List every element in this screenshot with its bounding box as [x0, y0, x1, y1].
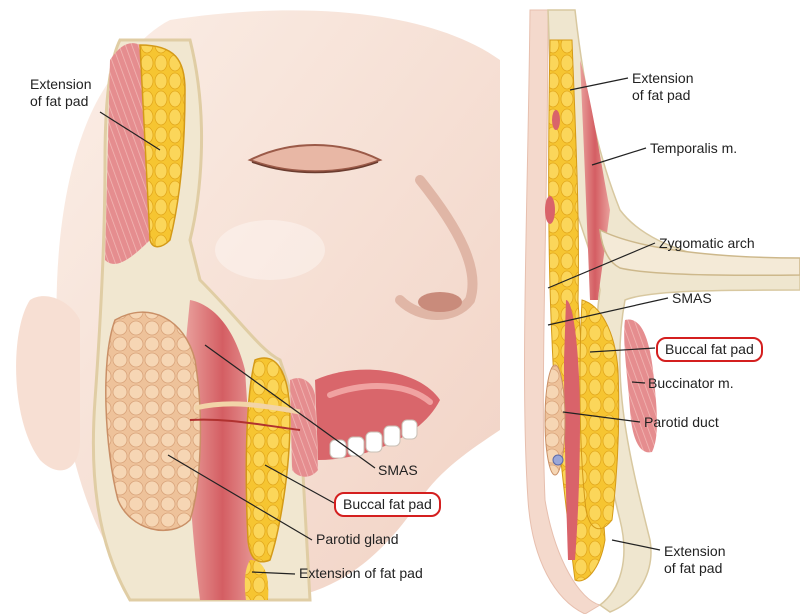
- label-buccal-fat-pad-right: Buccal fat pad: [656, 337, 763, 362]
- label-extension-bottom-right: Extension of fat pad: [664, 543, 725, 577]
- label-extension-top-right: Extension of fat pad: [632, 70, 693, 104]
- label-smas-right: SMAS: [672, 290, 712, 306]
- label-extension-bottom-left: Extension of fat pad: [299, 565, 423, 581]
- leader-lines: [99, 77, 669, 575]
- label-extension-top-left-line2: of fat pad: [30, 93, 89, 109]
- parotid-duct-left: [194, 401, 301, 415]
- leader-extension-top-right: [569, 77, 629, 91]
- label-extension-top-left: Extension of fat pad: [30, 76, 91, 110]
- ear: [16, 296, 80, 471]
- masseter-muscle: [185, 300, 260, 600]
- section-duct: [552, 454, 564, 466]
- leader-parotid-left: [167, 454, 313, 541]
- leader-smas-left: [204, 344, 376, 469]
- right-section-panel: [524, 9, 800, 614]
- label-extension-bottom-right-line1: Extension: [664, 543, 726, 559]
- zygomatic-arch: [599, 228, 800, 277]
- section-buccal-fat: [579, 299, 620, 530]
- buccinator-left: [290, 378, 318, 477]
- leader-extension-bottom-left: [251, 571, 296, 575]
- nose: [395, 175, 478, 320]
- label-extension-top-right-line1: Extension: [632, 70, 694, 86]
- leader-parotid-duct: [562, 411, 641, 423]
- upper-fat-extension-left: [139, 44, 186, 248]
- leader-smas-right: [547, 297, 669, 326]
- label-parotid-duct: Parotid duct: [644, 414, 719, 430]
- closed-eye: [247, 144, 383, 173]
- section-buccinator: [624, 319, 657, 453]
- label-extension-top-left-line1: Extension: [30, 76, 92, 92]
- leader-buccal-left: [264, 464, 335, 504]
- leader-buccal-right: [589, 347, 656, 353]
- label-buccal-fat-pad-left: Buccal fat pad: [334, 492, 441, 517]
- label-smas-left: SMAS: [378, 462, 418, 478]
- leader-extension-top-left: [99, 111, 161, 151]
- label-temporalis: Temporalis m.: [650, 140, 738, 156]
- lower-fat-extension-left: [244, 560, 269, 600]
- temporalis-muscle-left: [105, 43, 150, 264]
- label-buccinator: Buccinator m.: [648, 375, 734, 391]
- label-extension-bottom-right-line2: of fat pad: [664, 560, 723, 576]
- section-parotid: [544, 364, 566, 476]
- label-parotid-gland: Parotid gland: [316, 531, 399, 547]
- parotid-gland-shape: [105, 311, 202, 532]
- leader-temporalis: [591, 147, 647, 166]
- section-muscle-strip: [564, 300, 580, 560]
- label-zygomatic-arch: Zygomatic arch: [659, 235, 755, 251]
- leader-extension-bottom-right: [611, 539, 661, 551]
- left-face-panel: [16, 10, 500, 602]
- leader-zygomatic: [547, 242, 656, 289]
- leader-buccinator: [631, 381, 646, 384]
- teeth: [329, 419, 418, 459]
- label-extension-top-right-line2: of fat pad: [632, 87, 691, 103]
